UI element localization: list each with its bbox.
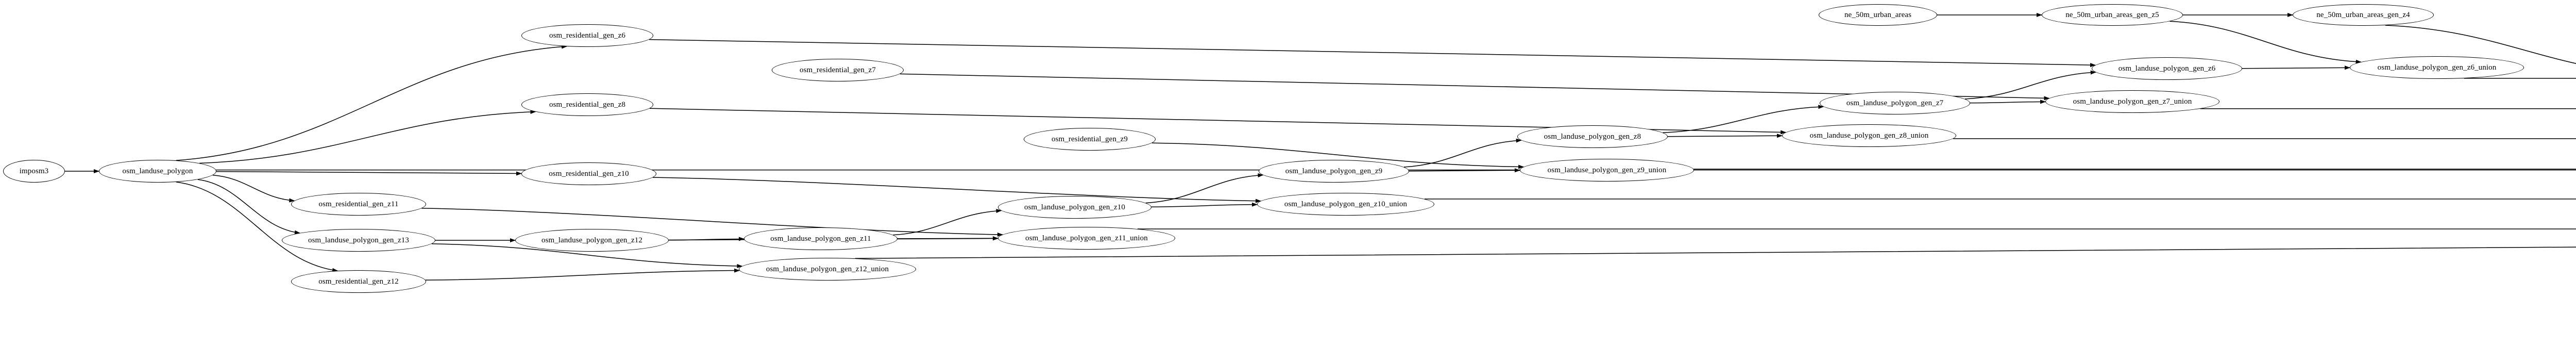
graph-node-osm-landuse-polygon-gen-z9[interactable]: osm_landuse_polygon_gen_z9: [1259, 160, 1409, 183]
node-label: osm_landuse_polygon: [122, 167, 193, 175]
node-label: ne_50m_urban_areas_gen_z5: [2065, 10, 2159, 19]
graph-edge: [425, 268, 740, 281]
node-label: osm_landuse_polygon_gen_z11: [770, 234, 871, 243]
node-label: osm_landuse_polygon_gen_z8_union: [1809, 131, 1929, 140]
graph-node-osm-landuse-polygon-gen-z10[interactable]: osm_landuse_polygon_gen_z10: [998, 196, 1151, 219]
node-label: osm_residential_gen_z6: [549, 31, 625, 40]
graph-node-osm-landuse-polygon-gen-z10-union[interactable]: osm_landuse_polygon_gen_z10_union: [1257, 193, 1434, 216]
graph-node-osm-residential-gen-z11[interactable]: osm_residential_gen_z11: [291, 193, 426, 216]
graph-edge: [1970, 100, 2046, 104]
graph-node-osm-landuse-polygon-gen-z11-union[interactable]: osm_landuse_polygon_gen_z11_union: [998, 227, 1175, 250]
graph-edge: [199, 109, 536, 164]
graph-edge: [216, 171, 522, 176]
graph-node-osm-landuse-polygon[interactable]: osm_landuse_polygon: [99, 160, 216, 183]
graph-edge: [1151, 202, 1258, 208]
graph-node-osm-landuse-polygon-gen-z8[interactable]: osm_landuse_polygon_gen_z8: [1517, 125, 1668, 148]
graph-node-osm-residential-gen-z6[interactable]: osm_residential_gen_z6: [521, 24, 653, 47]
graph-node-osm-residential-gen-z8[interactable]: osm_residential_gen_z8: [521, 93, 653, 116]
node-label: osm_landuse_polygon_gen_z6_union: [2377, 63, 2497, 72]
graph-node-ne-50m-urban-areas[interactable]: ne_50m_urban_areas: [1819, 4, 1937, 26]
graph-node-imposm3[interactable]: imposm3: [3, 160, 65, 183]
node-label: osm_landuse_polygon_gen_z10_union: [1284, 200, 1408, 208]
graph-node-osm-landuse-polygon-gen-z13[interactable]: osm_landuse_polygon_gen_z13: [282, 229, 435, 252]
node-label: osm_residential_gen_z9: [1052, 135, 1128, 143]
node-label: osm_landuse_polygon_gen_z8: [1544, 132, 1641, 141]
node-label: osm_landuse_polygon_gen_z10: [1024, 203, 1125, 211]
graph-edge: [1145, 173, 1264, 204]
graph-node-osm-landuse-polygon-gen-z12[interactable]: osm_landuse_polygon_gen_z12: [515, 229, 669, 252]
node-label: osm_residential_gen_z12: [318, 277, 399, 286]
graph-edge: [1403, 138, 1522, 168]
node-label: osm_landuse_polygon_gen_z7_union: [2073, 97, 2192, 106]
node-label: osm_residential_gen_z11: [318, 200, 399, 208]
node-label: ne_50m_urban_areas_gen_z4: [2316, 10, 2410, 19]
graph-edge: [1667, 134, 1783, 138]
graph-edge: [212, 174, 295, 203]
graph-node-osm-residential-gen-z10[interactable]: osm_residential_gen_z10: [521, 162, 656, 185]
node-label: osm_residential_gen_z10: [549, 169, 629, 178]
node-label: osm_landuse_polygon_gen_z9_union: [1547, 166, 1667, 174]
node-label: osm_landuse_polygon_gen_z12: [541, 236, 642, 244]
graph-node-osm-landuse-polygon-gen-z6[interactable]: osm_landuse_polygon_gen_z6: [2092, 57, 2242, 80]
graph-node-osm-landuse-polygon-gen-z11[interactable]: osm_landuse_polygon_gen_z11: [744, 227, 897, 250]
graph-edge: [897, 236, 998, 241]
graph-node-osm-landuse-polygon-gen-z7[interactable]: osm_landuse_polygon_gen_z7: [1820, 92, 1970, 114]
graph-node-ne-50m-urban-areas-gen-z5[interactable]: ne_50m_urban_areas_gen_z5: [2042, 4, 2183, 26]
node-label: ne_50m_urban_areas: [1844, 10, 1912, 19]
node-label: osm_landuse_polygon_gen_z12_union: [766, 265, 889, 273]
node-label: osm_landuse_polygon_gen_z6: [2118, 64, 2216, 73]
graph-edge: [893, 208, 1002, 236]
graph-node-osm-landuse-polygon-gen-z7-union[interactable]: osm_landuse_polygon_gen_z7_union: [2045, 90, 2219, 113]
graph-node-osm-landuse-polygon-gen-z9-union[interactable]: osm_landuse_polygon_gen_z9_union: [1520, 159, 1694, 182]
graph-node-osm-landuse-polygon-gen-z8-union[interactable]: osm_landuse_polygon_gen_z8_union: [1782, 124, 1956, 147]
node-label: osm_residential_gen_z7: [800, 65, 876, 74]
graph-node-osm-residential-gen-z12[interactable]: osm_residential_gen_z12: [291, 270, 426, 293]
node-label: osm_landuse_polygon_gen_z9: [1285, 167, 1383, 175]
graph-edge: [1409, 168, 1521, 173]
graph-edge: [2170, 21, 2362, 64]
graph-edge: [197, 179, 300, 235]
graph-edge: [421, 208, 1003, 237]
graph-edge: [653, 177, 1262, 203]
graph-node-ne-50m-urban-areas-gen-z4[interactable]: ne_50m_urban_areas_gen_z4: [2293, 4, 2434, 26]
graph-node-osm-residential-gen-z9[interactable]: osm_residential_gen_z9: [1024, 128, 1156, 151]
node-label: osm_landuse_polygon_gen_z7: [1846, 98, 1944, 107]
node-label: osm_landuse_polygon_gen_z13: [308, 236, 409, 244]
node-label: osm_landuse_polygon_gen_z11_union: [1025, 234, 1148, 242]
node-label: imposm3: [19, 167, 49, 175]
graph-edge: [668, 237, 745, 241]
graph-node-osm-landuse-polygon-gen-z12-union[interactable]: osm_landuse_polygon_gen_z12_union: [739, 258, 916, 281]
graph-edge: [176, 44, 568, 161]
node-label: osm_residential_gen_z8: [549, 100, 625, 109]
graph-edge: [2242, 65, 2351, 70]
graph-node-osm-residential-gen-z7[interactable]: osm_residential_gen_z7: [772, 59, 904, 81]
graph-node-osm-landuse-polygon-gen-z6-union[interactable]: osm_landuse_polygon_gen_z6_union: [2350, 56, 2524, 79]
